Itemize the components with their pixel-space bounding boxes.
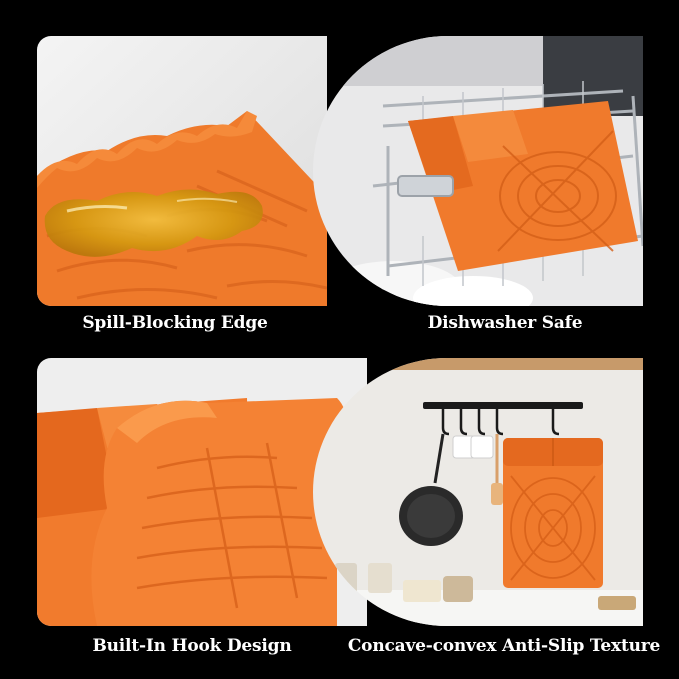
caption-built-in-hook-design: Built-In Hook Design (92, 636, 292, 656)
built-in-hook-photo (37, 358, 367, 626)
dishwasher-safe-photo (313, 36, 643, 306)
caption-anti-slip-texture: Concave-convex Anti-Slip Texture (347, 636, 661, 656)
anti-slip-texture-photo (313, 358, 643, 626)
caption-dishwasher-safe: Dishwasher Safe (427, 313, 583, 333)
caption-spill-blocking-edge: Spill-Blocking Edge (82, 313, 268, 333)
spill-blocking-edge-photo (37, 36, 327, 306)
